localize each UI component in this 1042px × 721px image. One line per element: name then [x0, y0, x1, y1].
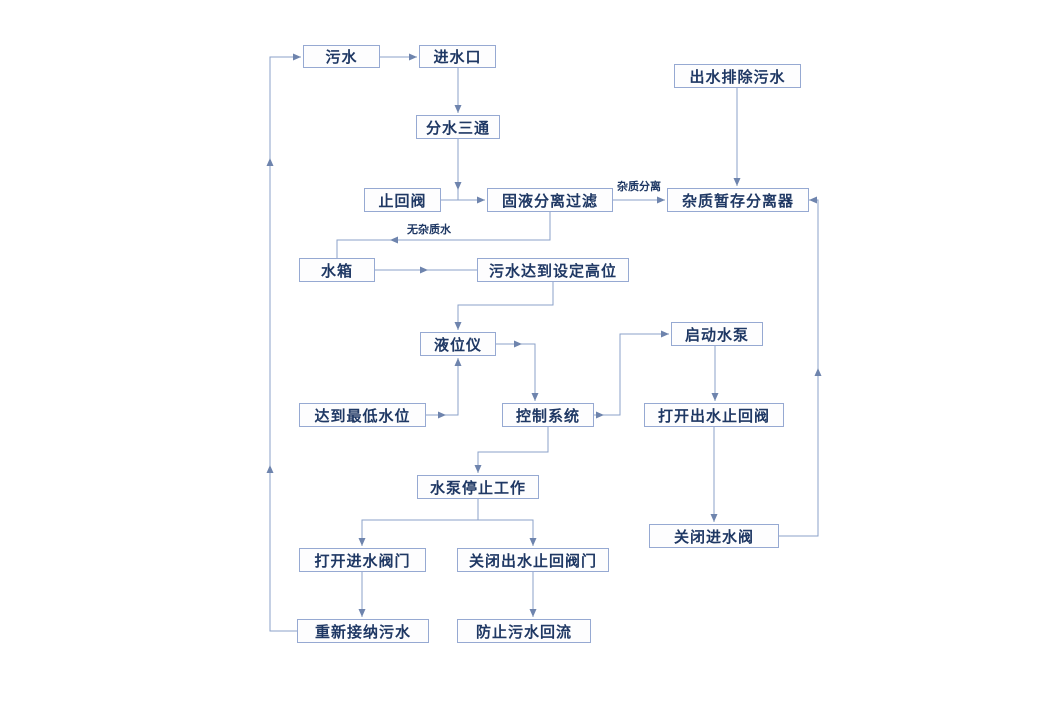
arrowhead [454, 105, 462, 113]
flow-node-gu-ye-fen-li-guo-lv: 固液分离过滤 [487, 188, 613, 212]
arrowhead [454, 182, 462, 190]
flow-node-chong-xin-jie-na-wu-shui: 重新接纳污水 [297, 619, 429, 643]
flow-node-qi-dong-shui-beng: 启动水泵 [671, 322, 763, 346]
arrowhead [266, 465, 274, 473]
flow-node-ye-wei-yi: 液位仪 [420, 332, 496, 356]
flow-node-jin-shui-kou: 进水口 [419, 45, 496, 68]
edge-label: 无杂质水 [405, 221, 453, 237]
arrowhead [454, 322, 462, 330]
flow-node-guan-bi-chu-shui-zhi-hui-fa-men: 关闭出水止回阀门 [457, 548, 609, 572]
flow-node-da-dao-zui-di-shui-wei: 达到最低水位 [299, 403, 426, 427]
arrowhead [661, 330, 669, 338]
arrowhead [358, 609, 366, 617]
flow-node-fen-shui-san-tong: 分水三通 [416, 115, 500, 139]
arrowhead [477, 196, 485, 204]
arrowhead [733, 178, 741, 186]
flow-node-chu-shui-pai-chu-wu-shui: 出水排除污水 [674, 64, 801, 88]
arrowhead [710, 514, 718, 522]
flow-node-zhi-hui-fa: 止回阀 [364, 188, 441, 212]
arrowhead [657, 196, 665, 204]
arrowhead [514, 340, 522, 348]
flow-edge-ye-wei-yi--kong-zhi-xi-tong [496, 343, 536, 401]
flow-node-kong-zhi-xi-tong: 控制系统 [502, 403, 594, 427]
edge-label: 杂质分离 [615, 178, 663, 194]
arrowhead [529, 538, 537, 546]
flow-edge-wu-shui-da-dao-she-ding-gao-wei--ye-wei-yi [457, 282, 554, 330]
flow-edge-kong-zhi-xi-tong--qi-dong-shui-beng [594, 333, 669, 416]
flow-node-wu-shui-da-dao-she-ding-gao-wei: 污水达到设定高位 [477, 258, 629, 282]
arrowhead [266, 158, 274, 166]
arrowhead [711, 393, 719, 401]
arrowhead [409, 53, 417, 61]
flow-edge-gu-ye-fen-li-guo-lv--shui-xiang [336, 212, 551, 258]
arrowhead [454, 358, 462, 366]
flow-edge-chong-xin-jie-na-wu-shui--wu-shui [269, 56, 301, 632]
arrowhead [814, 368, 822, 376]
flow-node-da-kai-jin-shui-fa-men: 打开进水阀门 [299, 548, 426, 572]
arrowhead [293, 53, 301, 61]
arrowhead [358, 538, 366, 546]
flow-edge-kong-zhi-xi-tong--shui-beng-ting-zhi-gong-zuo [477, 427, 549, 473]
flow-node-za-zhi-zan-cun-fen-li-qi: 杂质暂存分离器 [667, 188, 809, 212]
arrowhead [438, 411, 446, 419]
arrowhead [809, 196, 817, 204]
arrowhead [531, 393, 539, 401]
arrowhead [596, 411, 604, 419]
flow-edge-shui-beng-ting-zhi-gong-zuo--guan-bi-chu-shui-zhi-hui-fa-men [477, 499, 534, 546]
flow-node-shui-beng-ting-zhi-gong-zuo: 水泵停止工作 [417, 475, 539, 499]
arrowhead [390, 236, 398, 244]
arrowhead [474, 465, 482, 473]
flow-node-fang-zhi-wu-shui-hui-liu: 防止污水回流 [457, 619, 591, 643]
flow-edge-da-dao-zui-di-shui-wei--ye-wei-yi [426, 358, 459, 416]
arrowhead [420, 266, 428, 274]
flow-node-da-kai-chu-shui-zhi-hui-fa: 打开出水止回阀 [644, 403, 784, 427]
flow-node-wu-shui: 污水 [303, 45, 380, 68]
flow-node-guan-bi-jin-shui-fa: 关闭进水阀 [649, 524, 779, 548]
flow-node-shui-xiang: 水箱 [299, 258, 375, 282]
arrowhead [529, 609, 537, 617]
